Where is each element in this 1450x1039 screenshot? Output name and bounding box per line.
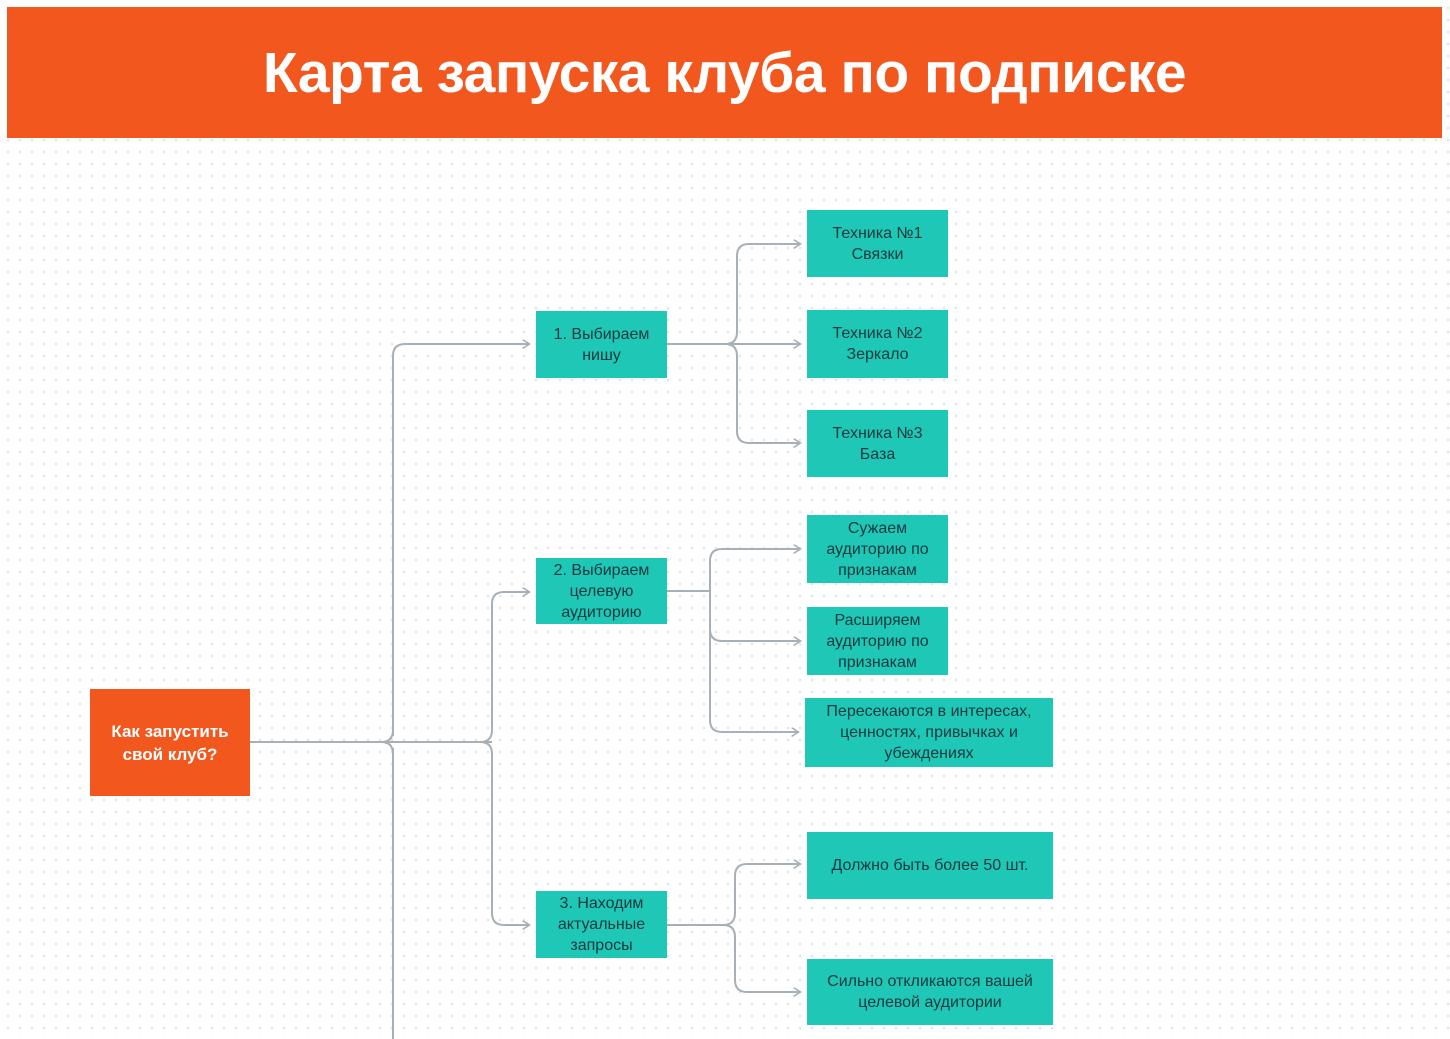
node-child-1-3[interactable]: Техника №3 База (807, 410, 948, 477)
connector-b2-up (709, 549, 800, 562)
connector-fillet-a-up (380, 729, 394, 743)
title-banner: Карта запуска клуба по подписке (7, 7, 1442, 138)
connector-branch3-feeder (479, 741, 529, 925)
node-child-1-2[interactable]: Техника №2 Зеркало (807, 310, 948, 378)
node-root[interactable]: Как запустить свой клуб? (90, 689, 250, 796)
connector-b1-up (724, 244, 800, 345)
node-child-3-2[interactable]: Сильно откликаются вашей целевой аудитор… (807, 959, 1053, 1025)
node-branch-2[interactable]: 2. Выбираем целевую аудиторию (536, 558, 667, 624)
connector-b3-down (722, 924, 800, 992)
node-child-2-3[interactable]: Пересекаются в интересах, ценностях, при… (805, 698, 1053, 767)
node-child-1-1[interactable]: Техника №1 Связки (807, 210, 948, 277)
connector-b1-down (724, 343, 800, 443)
node-branch-3[interactable]: 3. Находим актуальные запросы (536, 891, 667, 958)
node-child-2-1[interactable]: Сужаем аудиторию по признакам (807, 515, 948, 583)
page-title: Карта запуска клуба по подписке (262, 40, 1187, 105)
connector-b3-up (722, 864, 800, 926)
node-child-3-1[interactable]: Должно быть более 50 шт. (807, 832, 1053, 899)
connector-fillet-a-down (380, 741, 394, 755)
connector-b2-down (709, 719, 798, 732)
connector-branch1-feeder (392, 344, 529, 736)
connector-b2-mid (709, 628, 800, 641)
connector-branch2-feeder (479, 592, 529, 743)
node-branch-1[interactable]: 1. Выбираем нишу (536, 311, 667, 378)
node-child-2-2[interactable]: Расширяем аудиторию по признакам (807, 607, 948, 675)
